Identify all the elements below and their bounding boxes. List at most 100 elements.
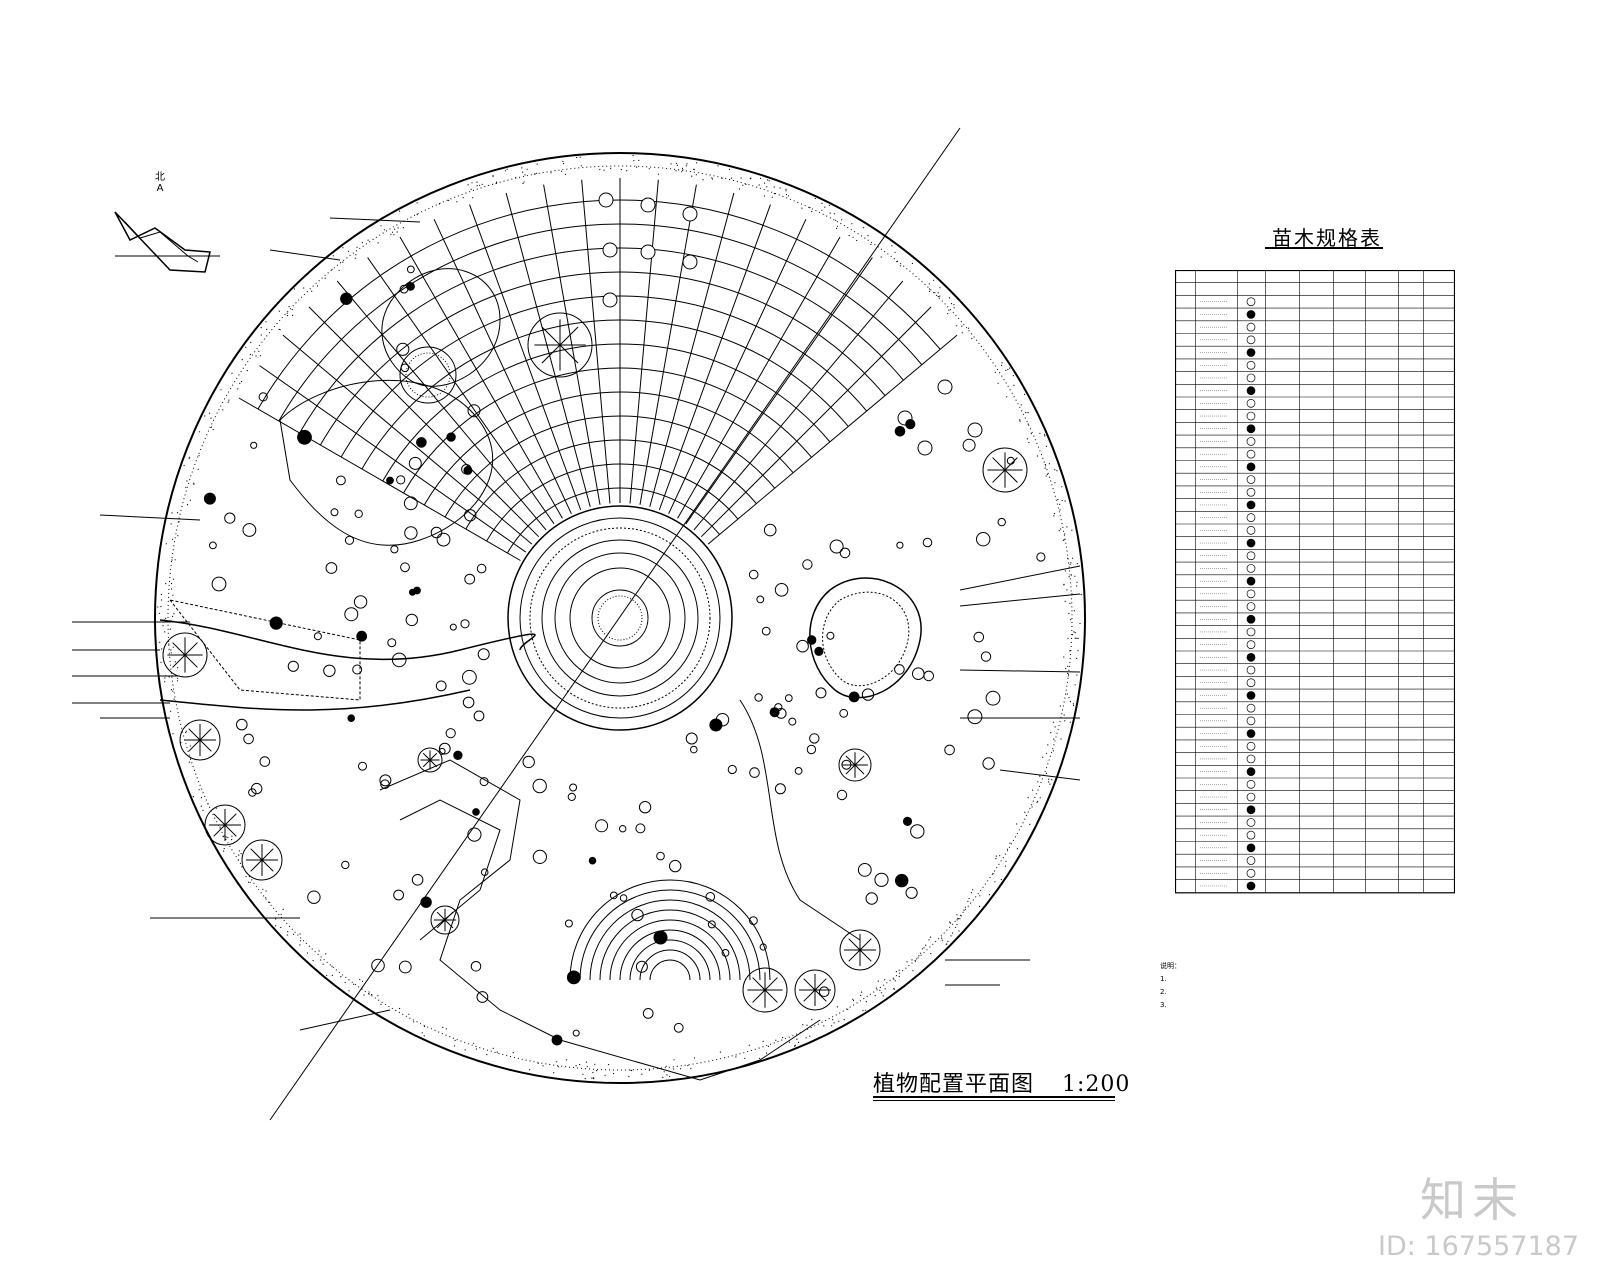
stipple-dot — [361, 242, 363, 244]
tree-symbol — [430, 905, 460, 935]
stipple-dot — [299, 940, 302, 942]
stipple-dot — [413, 1021, 415, 1023]
stipple-dot — [911, 959, 913, 961]
stipple-dot — [673, 1068, 675, 1070]
shrub-symbol — [462, 669, 477, 685]
grid-radial — [282, 334, 533, 545]
stipple-dot — [282, 908, 284, 911]
stipple-dot — [470, 188, 472, 190]
plan-title-rule — [873, 1096, 1115, 1098]
stipple-dot — [1073, 610, 1075, 612]
lamp-symbol — [682, 254, 698, 270]
shrub-symbol — [635, 960, 648, 973]
stipple-dot — [1053, 515, 1055, 517]
legend-symbol — [1246, 437, 1256, 446]
stipple-dot — [1012, 375, 1015, 377]
stipple-dot — [486, 1054, 488, 1056]
stipple-dot — [759, 177, 762, 179]
stipple-dot — [836, 227, 838, 229]
watermark-id: ID: 167557187 — [1378, 1231, 1580, 1262]
stipple-dot — [955, 926, 957, 928]
stipple-dot — [824, 206, 826, 208]
shrub-symbol — [532, 778, 547, 794]
stipple-dot — [997, 382, 999, 384]
stipple-dot — [730, 177, 733, 179]
stipple-dot — [669, 1075, 671, 1078]
stipple-dot — [782, 1037, 784, 1039]
leader-line — [959, 669, 1081, 673]
shrub-symbol — [865, 892, 878, 905]
stipple-dot — [738, 188, 741, 190]
shrub-symbol — [566, 970, 581, 985]
stipple-dot — [180, 742, 182, 744]
stipple-dot — [584, 1078, 586, 1080]
stipple-dot — [161, 648, 163, 650]
grid-arc — [465, 439, 757, 530]
shrub-symbol — [894, 426, 906, 437]
stipple-dot — [638, 159, 640, 161]
shrub-symbol — [243, 733, 254, 745]
schedule-title-rule — [1265, 247, 1383, 249]
stipple-dot — [423, 1035, 425, 1037]
stipple-dot — [620, 169, 622, 171]
stipple-dot — [947, 313, 949, 315]
shrub-symbol — [836, 789, 848, 801]
shrub-symbol — [391, 652, 407, 668]
stipple-dot — [856, 239, 858, 242]
shrub-symbol — [905, 886, 918, 899]
stipple-dot — [222, 409, 224, 411]
stipple-dot — [1065, 667, 1067, 670]
stipple-dot — [1020, 404, 1022, 406]
seating-arc — [649, 959, 691, 981]
shrub-symbol — [784, 694, 793, 702]
stipple-dot — [212, 428, 214, 431]
stipple-dot — [241, 866, 243, 868]
stipple-dot — [445, 1028, 447, 1030]
stipple-dot — [851, 223, 853, 225]
seating-arc — [629, 939, 711, 981]
stipple-dot — [1064, 720, 1066, 722]
stipple-dot — [320, 959, 322, 961]
stipple-dot — [779, 187, 781, 189]
stipple-dot — [207, 803, 209, 805]
stipple-dot — [686, 163, 688, 165]
stipple-dot — [759, 1057, 761, 1059]
stipple-dot — [160, 605, 162, 608]
stipple-dot — [293, 288, 295, 290]
stipple-dot — [342, 247, 344, 249]
grid-radial — [685, 257, 873, 525]
shrub-symbol — [749, 916, 758, 925]
shrub-symbol — [403, 496, 418, 511]
stipple-dot — [162, 625, 164, 627]
stipple-dot — [968, 327, 970, 329]
shrub-symbol — [400, 562, 410, 573]
shrub-symbol — [774, 583, 789, 597]
stipple-dot — [865, 1001, 867, 1003]
round-seating — [399, 346, 457, 404]
stipple-dot — [536, 172, 538, 174]
shrub-symbol — [341, 860, 350, 870]
legend-symbol — [1246, 411, 1256, 421]
stipple-dot — [286, 315, 289, 317]
shrub-symbol — [242, 523, 257, 537]
stipple-dot — [225, 836, 227, 838]
watermark-brand: 知末 — [1420, 1173, 1524, 1227]
lamp-symbol — [917, 440, 933, 456]
grid-radial — [399, 236, 563, 519]
stipple-dot — [843, 1019, 845, 1021]
stipple-dot — [918, 955, 920, 957]
shrub-symbol — [669, 859, 682, 873]
stipple-dot — [1045, 475, 1047, 477]
stipple-dot — [231, 835, 233, 837]
stipple-dot — [172, 594, 174, 596]
grid-radial — [238, 397, 521, 561]
lamp-symbol — [682, 206, 698, 222]
stipple-dot — [847, 1008, 849, 1011]
shrub-symbol — [464, 509, 477, 522]
grid-radial — [649, 192, 735, 508]
stipple-dot — [934, 292, 936, 294]
stipple-dot — [631, 1069, 633, 1072]
shrub-symbol — [690, 745, 698, 754]
note-line: 1. — [1160, 975, 1167, 983]
stipple-dot — [964, 906, 966, 908]
